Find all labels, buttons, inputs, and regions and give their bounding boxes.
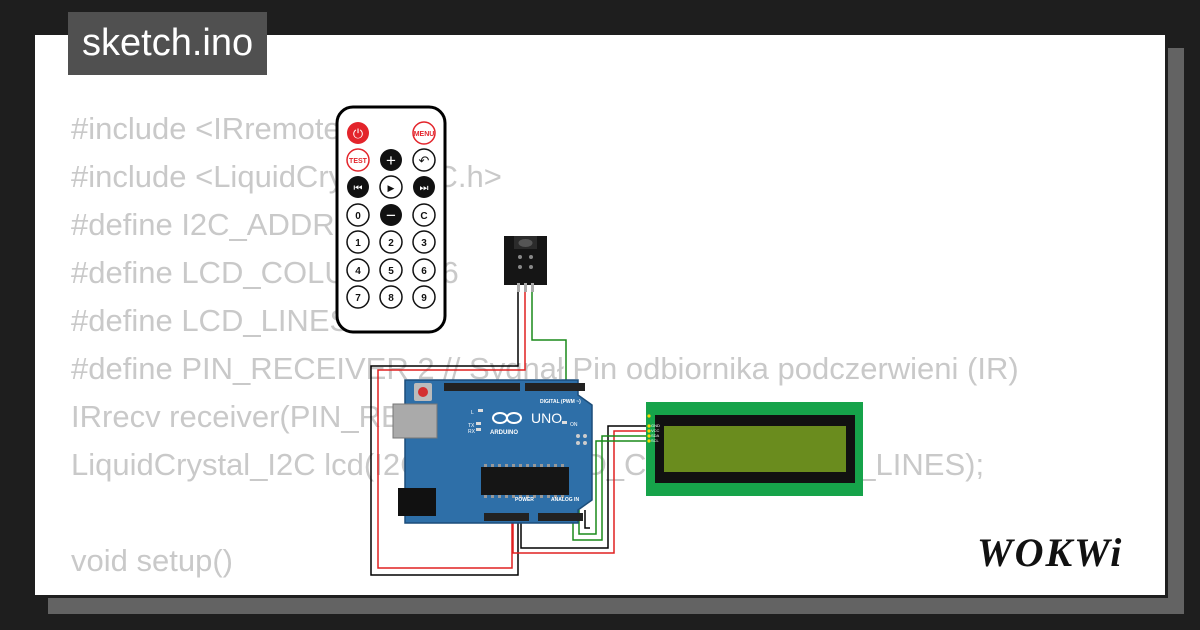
header-power xyxy=(484,513,529,521)
wire-lcd-gnd xyxy=(520,425,650,549)
led-on-label: ON xyxy=(570,422,578,428)
digit-button[interactable] xyxy=(379,230,403,254)
menu-button[interactable] xyxy=(412,121,436,145)
digit-button[interactable] xyxy=(379,258,403,282)
power-button[interactable] xyxy=(347,122,369,144)
clear-label: C xyxy=(420,211,427,222)
code-line: void setup() xyxy=(71,543,233,578)
prev-button[interactable] xyxy=(347,176,369,198)
wires xyxy=(370,292,650,576)
digit-label: 3 xyxy=(421,238,427,249)
plus-button[interactable] xyxy=(380,149,402,171)
led-rx-label: RX xyxy=(468,429,476,435)
digit-label: 1 xyxy=(355,238,361,249)
digit-button[interactable] xyxy=(346,285,370,309)
test-button[interactable] xyxy=(346,148,370,172)
digit-button[interactable] xyxy=(346,258,370,282)
atmega-chip xyxy=(481,467,569,495)
minus-icon: − xyxy=(386,206,396,225)
wokwi-logo: WOKWi xyxy=(977,530,1123,575)
plus-icon: + xyxy=(386,151,396,170)
wire-lcd-vcc xyxy=(512,430,650,554)
clear-button[interactable] xyxy=(412,203,436,227)
usb-port xyxy=(392,403,438,439)
lcd-pin-label: GND xyxy=(651,423,660,428)
digit-label: 7 xyxy=(355,293,361,304)
digital-label: DIGITAL (PWM ~) xyxy=(540,399,581,405)
back-button[interactable] xyxy=(412,148,436,172)
board-model: UNO xyxy=(531,410,562,426)
ir-remote[interactable]: ⏻ MENU TEST + ↶ ⏮ ▶ ⏭ 0 − C 1 2 3 4 5 xyxy=(335,105,447,334)
lcd-pin-label: VCC xyxy=(651,428,660,433)
power-label: POWER xyxy=(515,497,534,503)
digit-button[interactable] xyxy=(412,258,436,282)
file-title: sketch.ino xyxy=(68,12,268,75)
test-label: TEST xyxy=(349,158,368,165)
lcd-screen xyxy=(664,426,846,472)
prev-icon: ⏮ xyxy=(354,183,363,194)
next-button[interactable] xyxy=(413,176,435,198)
ir-receiver[interactable] xyxy=(504,236,547,292)
header-digital-low xyxy=(525,383,585,391)
digit-button[interactable] xyxy=(346,230,370,254)
digit-label: 2 xyxy=(388,238,394,249)
wire-gnd xyxy=(370,292,519,576)
lcd-1602[interactable]: GND VCC SDA SCL xyxy=(646,402,863,496)
power-icon: ⏻ xyxy=(353,126,363,141)
board-brand: ARDUINO xyxy=(490,430,518,436)
next-icon: ⏭ xyxy=(420,183,429,194)
header-analog xyxy=(538,513,583,521)
digit-button[interactable] xyxy=(346,203,370,227)
digit-label: 6 xyxy=(421,266,427,277)
code-line: { xyxy=(71,585,1019,595)
receiver-sensor xyxy=(518,239,533,247)
led-tx-label: TX xyxy=(468,423,475,429)
digit-label: 5 xyxy=(388,266,394,277)
digit-button[interactable] xyxy=(412,230,436,254)
logo-text: WOKWi xyxy=(977,530,1123,575)
digit-label: 9 xyxy=(421,293,427,304)
led-l-label: L xyxy=(471,410,474,416)
play-button[interactable] xyxy=(379,175,403,199)
arduino-logo xyxy=(492,412,522,424)
lcd-pin-label: SDA xyxy=(651,433,660,438)
menu-label: MENU xyxy=(414,131,435,138)
wire-vcc xyxy=(377,292,526,569)
minus-button[interactable] xyxy=(380,204,402,226)
reset-button[interactable] xyxy=(418,387,428,397)
arduino-uno[interactable]: DIGITAL (PWM ~) UNO ARDUINO L TX RX ON P… xyxy=(392,379,593,524)
wire-signal xyxy=(531,292,567,384)
analog-label: ANALOG IN xyxy=(551,497,579,503)
back-icon: ↶ xyxy=(419,153,430,168)
lcd-pin-label: SCL xyxy=(651,438,660,443)
digit-button[interactable] xyxy=(412,285,436,309)
digit-label: 8 xyxy=(388,293,394,304)
header-digital-high xyxy=(444,383,520,391)
digit-label: 0 xyxy=(355,211,361,222)
wire-lcd-sda xyxy=(572,435,650,541)
digit-label: 4 xyxy=(355,266,361,277)
play-icon: ▶ xyxy=(388,183,395,193)
power-jack xyxy=(398,488,436,516)
digit-button[interactable] xyxy=(379,285,403,309)
wire-lcd-scl xyxy=(578,440,650,535)
